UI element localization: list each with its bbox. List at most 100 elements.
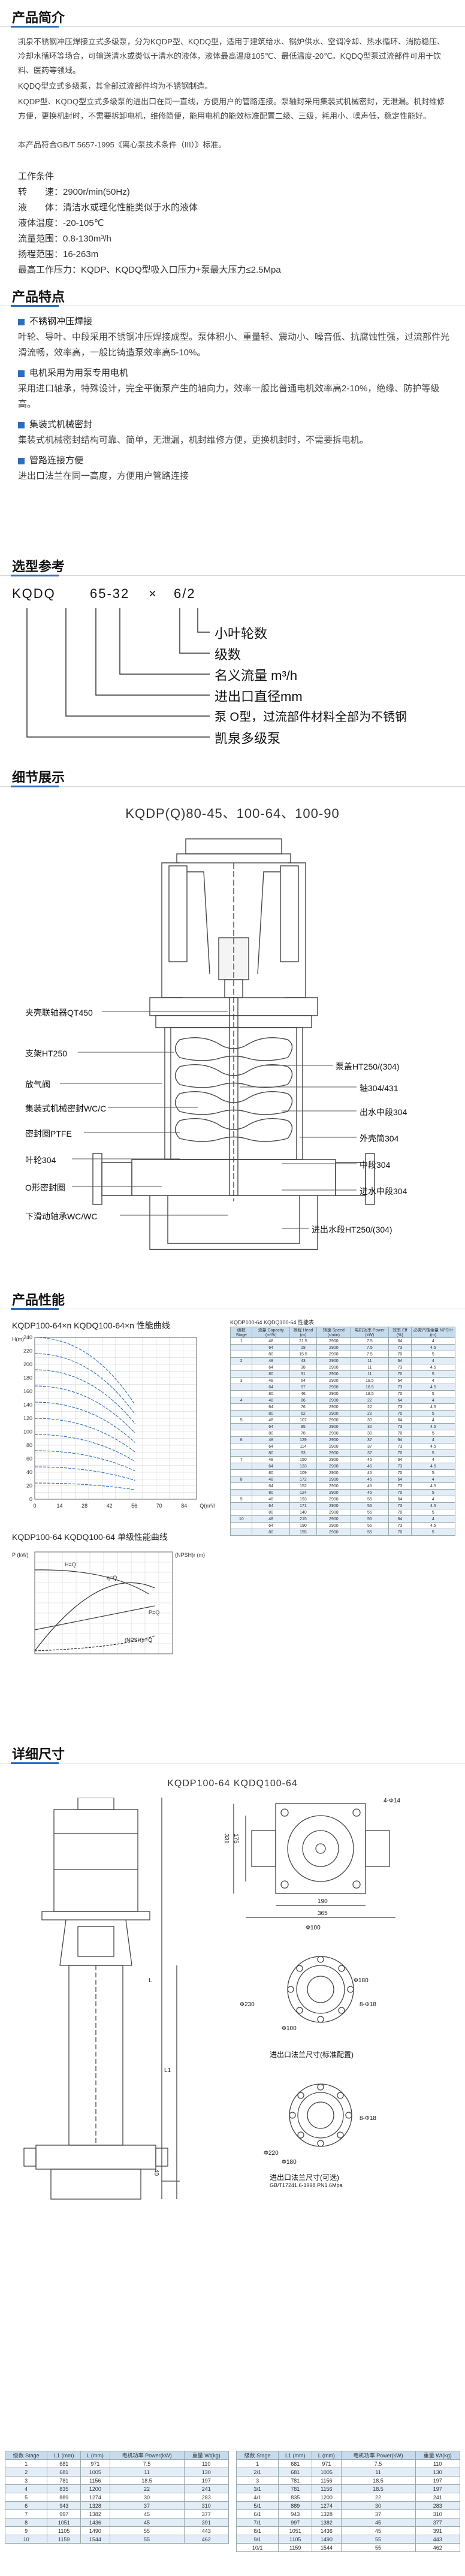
perf-table-cell: 55 <box>350 1529 389 1536</box>
dim-left-cell: 37 <box>109 2501 185 2510</box>
perf-table-cell: 64 <box>388 1417 412 1424</box>
perf-table-cell: 215 <box>289 1515 318 1523</box>
perf-table-cell: 62 <box>289 1410 318 1417</box>
perf-table-cell: 70 <box>388 1489 412 1496</box>
perf-table-cell: 152 <box>289 1482 318 1490</box>
perf-table-cell: 48 <box>252 1357 290 1364</box>
perf-table-cell: 43 <box>289 1357 318 1364</box>
bullet-icon <box>18 457 25 464</box>
perf-table-cell: 70 <box>388 1449 412 1457</box>
dim-left-cell: 1005 <box>80 2468 110 2477</box>
spec-liquid: 液 体：清洁水或理化性能类似于水的液体 <box>18 203 198 213</box>
dim-right-cell: 1005 <box>312 2468 342 2477</box>
dim-right-cell: 1274 <box>312 2501 342 2510</box>
perf-table-cell: 7.5 <box>350 1337 389 1345</box>
label-impeller: 叶轮304 <box>25 1155 56 1165</box>
head-curve <box>34 1434 135 1462</box>
perf-table-cell: 5 <box>410 1449 456 1457</box>
perf-table-cell: 64 <box>388 1397 412 1404</box>
dim-right-cell: 1490 <box>312 2535 342 2544</box>
head-curve <box>34 1385 135 1434</box>
perf-table-cell: 5 <box>410 1390 456 1397</box>
feature-body: 叶轮、导叶、中段采用不锈钢冲压焊接成型。泵体积小、重量轻、震动小、噪音低、抗腐蚀… <box>18 332 450 358</box>
x-tick-label: 28 <box>81 1503 87 1509</box>
perf-table-cell: 80 <box>252 1489 290 1496</box>
spec-flow: 流量范围：0.8-130m³/h <box>18 234 111 244</box>
dim-left-cell: 1328 <box>80 2501 110 2510</box>
perf-table-cell: 2900 <box>316 1351 351 1358</box>
dim-d14: 40 <box>153 2169 159 2176</box>
head-curve <box>34 1466 135 1481</box>
callout-leader-lines <box>60 1011 357 1229</box>
perf-table-cell: 31 <box>289 1370 318 1378</box>
perf-table-cell <box>230 1482 253 1490</box>
perf-table-cell: 5 <box>410 1509 456 1516</box>
dim-right-cell: 1156 <box>312 2476 342 2485</box>
y-tick-label: 240 <box>23 1334 32 1340</box>
spec-temp: 液体温度：-20-105℃ <box>18 218 104 228</box>
perf-table-cell: 73 <box>388 1443 412 1450</box>
perf-table-cell: 193 <box>289 1496 318 1503</box>
y-tick-label: 120 <box>23 1415 32 1421</box>
model-divider <box>0 575 465 576</box>
perf-table-cell: 11 <box>350 1364 389 1371</box>
dim-left-cell: 1105 <box>47 2526 81 2535</box>
dim-d9: 8-Φ18 <box>360 2001 376 2008</box>
perf-table-cell: 19 <box>289 1344 318 1351</box>
specs-block: 工作条件 转 速：2900r/min(50Hz) 液 体：清洁水或理化性能类似于… <box>18 169 449 278</box>
perf-table-cell: 64 <box>252 1443 290 1450</box>
perf-table-cell: 64 <box>388 1496 412 1503</box>
perf-table-cell: 5 <box>410 1370 456 1378</box>
label-oring: O形密封圈 <box>25 1183 65 1192</box>
model-item-flow: 名义流量 m³/h <box>215 668 298 683</box>
label-pump-cover: 泵盖HT250/(304) <box>336 1062 400 1071</box>
dim-left-cell: 55 <box>109 2526 185 2535</box>
perf-table-cell: 86 <box>289 1397 318 1404</box>
dimensions-figure-title: KQDP100-64 KQDQ100-64 <box>167 1778 298 1789</box>
feature-heading: 管路连接方便 <box>18 453 449 469</box>
y-tick-label: 40 <box>26 1469 32 1475</box>
specs-title: 工作条件 <box>18 171 55 182</box>
perf-table-cell <box>230 1344 253 1351</box>
dim-right-cell: 10/1 <box>235 2543 279 2552</box>
perf-table-cell: 171 <box>289 1502 318 1509</box>
perf-table-cell: 38 <box>289 1364 318 1371</box>
perf-table-cell: 4.5 <box>410 1522 456 1529</box>
dim-d12: Φ180 <box>282 2159 297 2166</box>
plot-frame <box>34 1551 173 1654</box>
perf-table-cell: 22 <box>350 1397 389 1404</box>
dim-left-cell: 997 <box>47 2509 81 2518</box>
dim-left-cell: 1156 <box>80 2476 110 2485</box>
y-tick-label: 60 <box>26 1456 32 1462</box>
dim-left-cell: 8 <box>4 2518 48 2527</box>
perf-table-cell: 70 <box>388 1351 412 1358</box>
dim-right-cell: 7/1 <box>235 2518 279 2527</box>
perf-table-cell: 45 <box>350 1463 389 1470</box>
dim-left-cell: 1 <box>4 2459 48 2468</box>
head-curve <box>34 1353 135 1415</box>
dim-right-cell: 1159 <box>278 2543 313 2552</box>
perf-table-cell: 95 <box>289 1423 318 1430</box>
dim-left-cell: 1159 <box>47 2535 81 2544</box>
curve-label: H=Q <box>65 1562 76 1568</box>
details-title: 细节展示 <box>12 770 65 785</box>
dim-right-cell: 310 <box>415 2509 461 2518</box>
dim-right-cell: 3 <box>235 2476 279 2485</box>
perf-table-cell: 64 <box>289 1377 318 1384</box>
perf-table-cell <box>230 1384 253 1391</box>
perf-table-cell: 45 <box>350 1469 389 1476</box>
perf-table-cell: 64 <box>388 1456 412 1463</box>
intro-title: 产品简介 <box>12 10 65 25</box>
perf-table-cell: 4 <box>410 1377 456 1384</box>
dim-right-cell: 1105 <box>278 2535 313 2544</box>
